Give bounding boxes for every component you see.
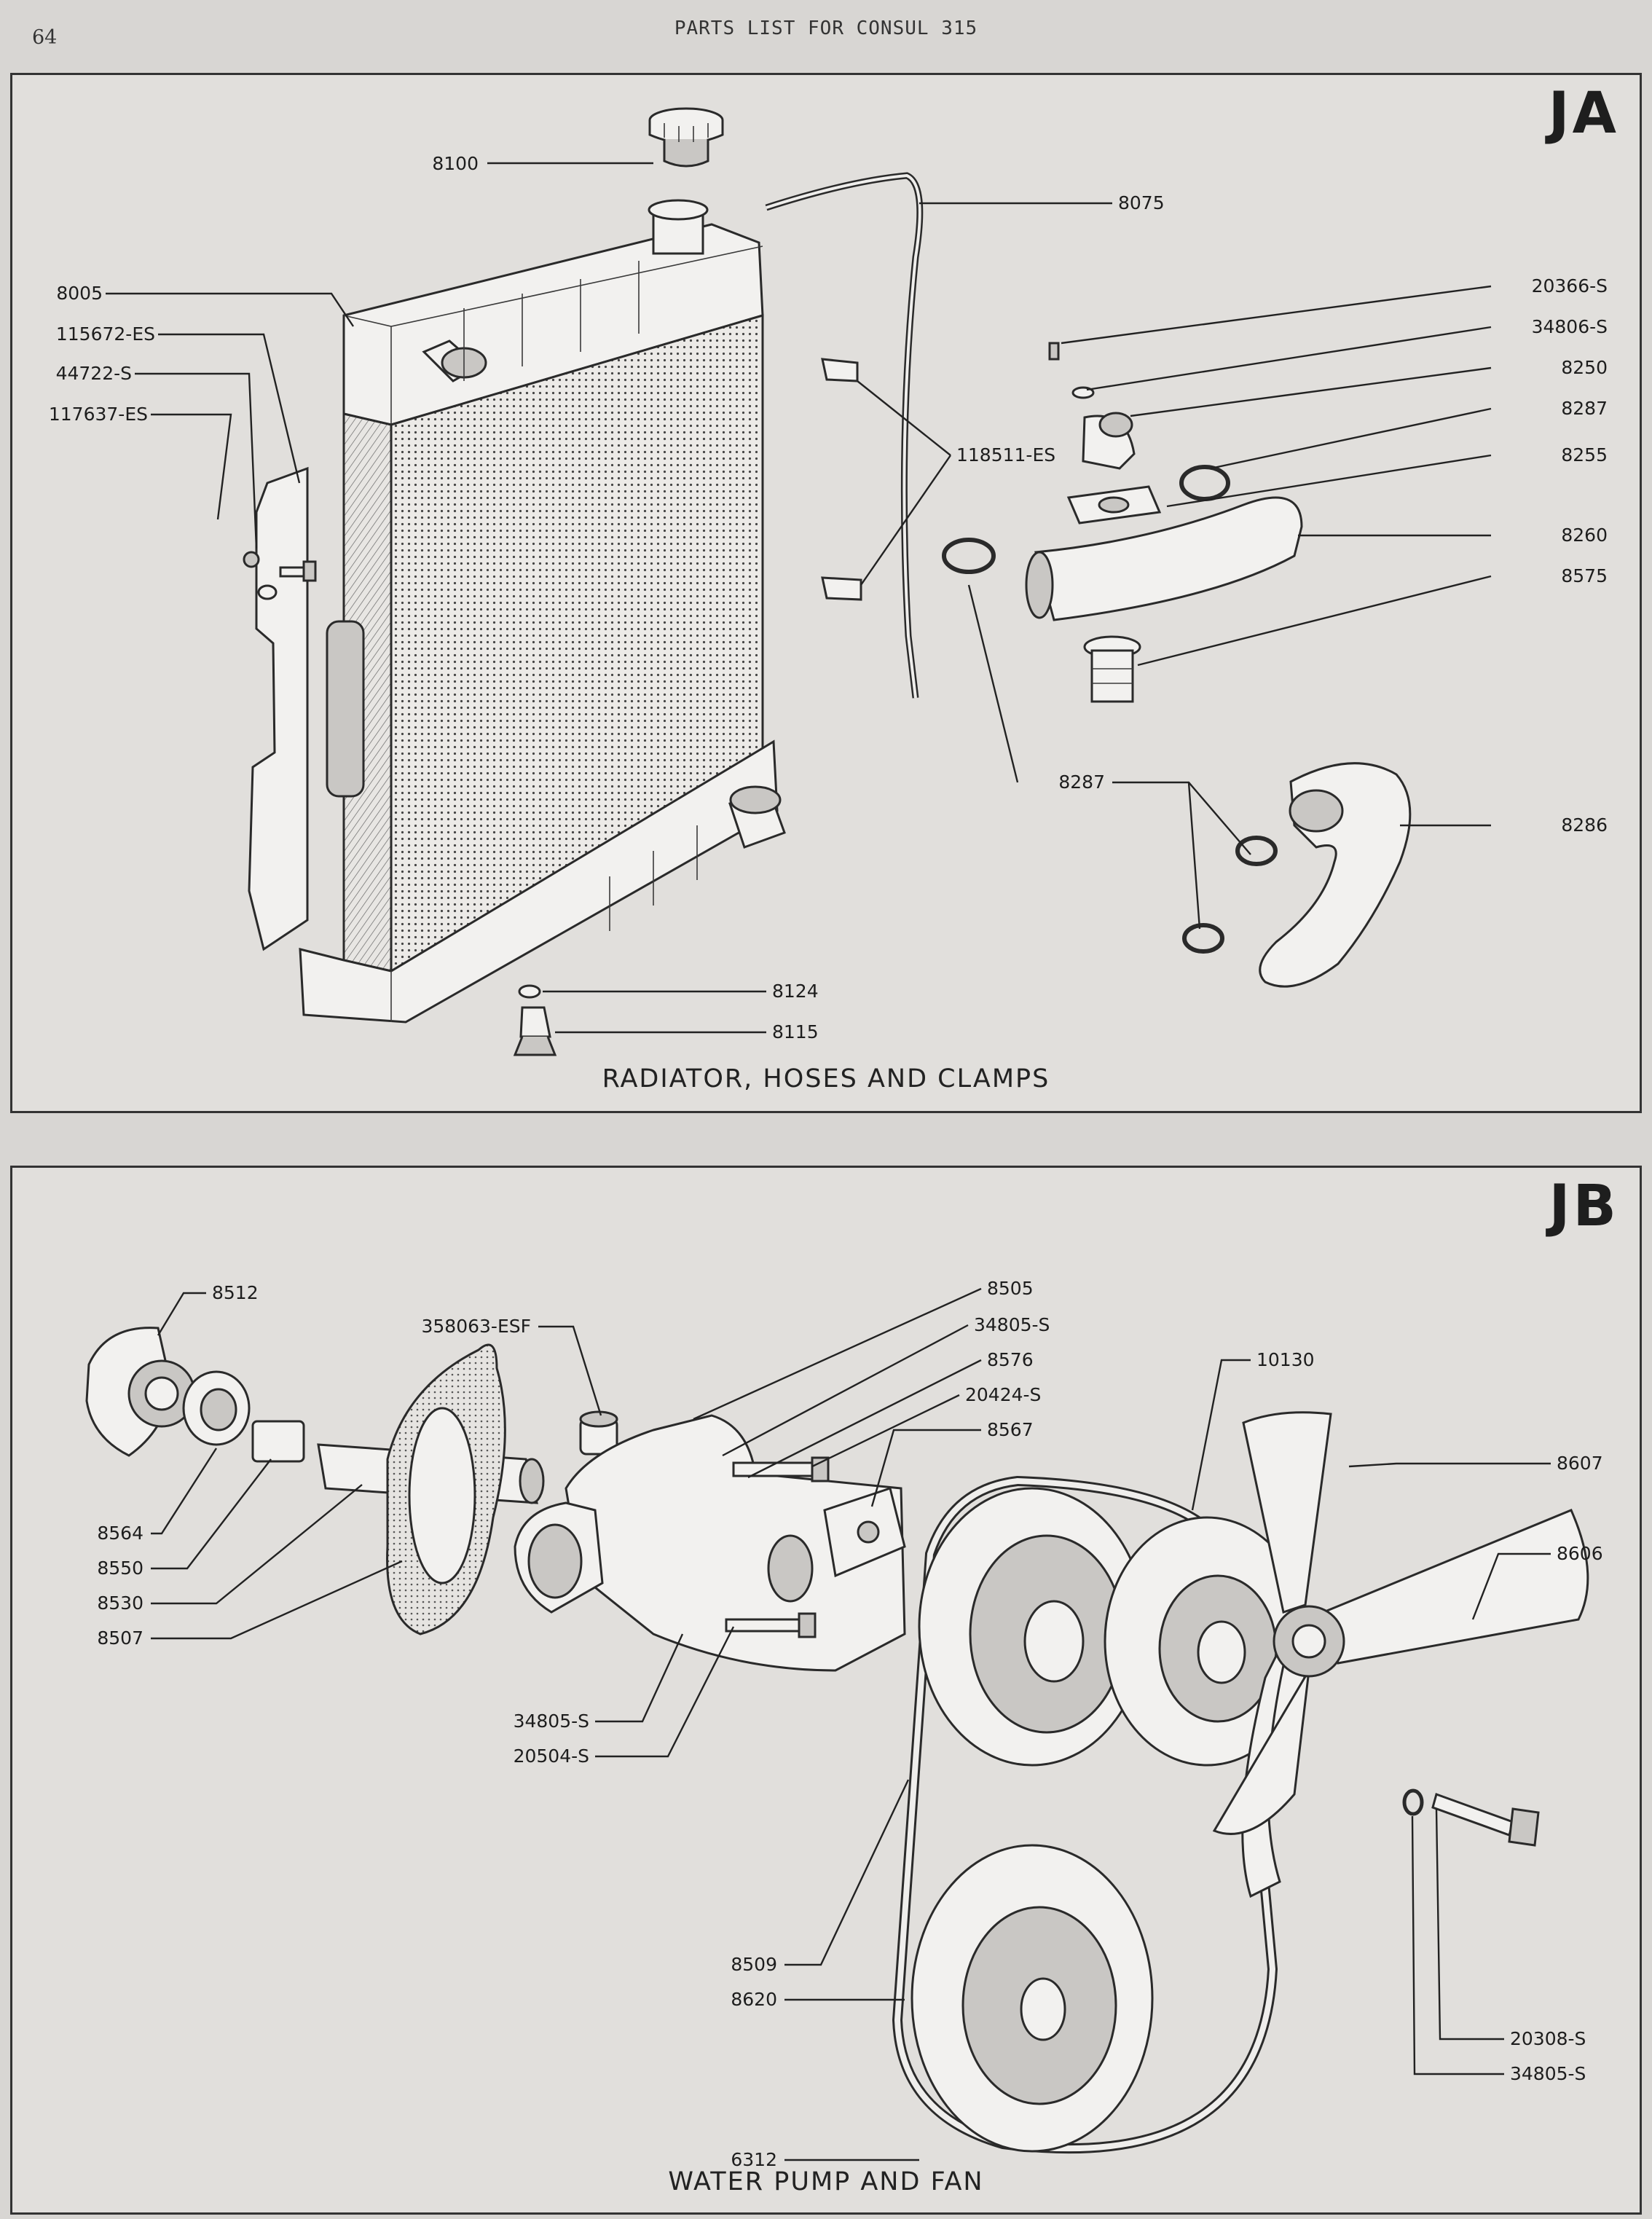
callout-34805-s-lower: 34805-S — [514, 1711, 589, 1732]
radiator — [248, 199, 786, 1024]
callout-8005: 8005 — [56, 283, 103, 304]
panel-code: JA — [1548, 81, 1619, 146]
callout-8576: 8576 — [987, 1349, 1034, 1370]
bottom-hose — [1182, 762, 1412, 988]
callout-8505: 8505 — [987, 1278, 1034, 1299]
panel-ja: JA — [10, 73, 1642, 1113]
callout-44722-s: 44722-S — [56, 363, 132, 384]
callout-labels: 8100 8075 8005 115672-ES 44722-S 117637-… — [49, 153, 1608, 1042]
bracket-fasteners — [243, 551, 317, 600]
callout-8509: 8509 — [731, 1954, 777, 1975]
callout-34805-s-fan: 34805-S — [1510, 2063, 1586, 2084]
callout-115672-es: 115672-ES — [56, 323, 155, 345]
panel-code: JB — [1549, 1174, 1619, 1239]
fan-blades — [1212, 1411, 1589, 1898]
callout-8620: 8620 — [731, 1989, 777, 2010]
callout-8507: 8507 — [97, 1627, 143, 1649]
pump-pulley — [918, 1487, 1146, 1767]
callout-8287: 8287 — [1561, 398, 1608, 419]
callout-8255: 8255 — [1561, 444, 1608, 466]
fan-belt — [892, 1475, 1278, 2154]
callout-8115: 8115 — [772, 1021, 819, 1042]
callout-117637-es: 117637-ES — [49, 404, 148, 425]
fan-pulley — [1104, 1516, 1310, 1767]
pump-body — [514, 1410, 906, 1672]
radiator-cap — [648, 107, 724, 168]
callout-8287-lower: 8287 — [1058, 771, 1105, 793]
callout-8075: 8075 — [1118, 192, 1165, 213]
callout-34806-s: 34806-S — [1532, 316, 1608, 337]
panel-jb: JB — [10, 1166, 1642, 2215]
thermostat — [1083, 635, 1141, 703]
callout-6312: 6312 — [731, 2149, 777, 2170]
thermostat-housing-parts — [1048, 342, 1230, 525]
radiator-exploded-drawing: 8100 8075 8005 115672-ES 44722-S 117637-… — [49, 107, 1608, 1056]
callout-8606: 8606 — [1557, 1543, 1603, 1564]
leader-lines — [151, 1287, 1551, 2161]
callout-20308-s: 20308-S — [1510, 2028, 1586, 2049]
callout-8530: 8530 — [97, 1592, 143, 1614]
callout-10130: 10130 — [1256, 1349, 1315, 1370]
crankshaft-pulley — [910, 1844, 1154, 2153]
callout-8564: 8564 — [97, 1523, 143, 1544]
drain-tap — [513, 984, 557, 1056]
callout-8567: 8567 — [987, 1419, 1034, 1440]
top-hose — [942, 496, 1303, 621]
leader-lines — [106, 162, 1492, 1034]
callout-8250: 8250 — [1561, 357, 1608, 378]
callout-20424-s: 20424-S — [965, 1384, 1041, 1405]
callout-20504-s: 20504-S — [514, 1745, 589, 1767]
callout-8575: 8575 — [1561, 565, 1608, 586]
callout-8260: 8260 — [1561, 525, 1608, 546]
callout-8607: 8607 — [1557, 1453, 1603, 1474]
callout-8286: 8286 — [1561, 814, 1608, 836]
callout-20366-s: 20366-S — [1532, 275, 1608, 296]
overflow-pipe — [765, 172, 924, 699]
fan-bolt — [1402, 1788, 1540, 1847]
panel-caption: RADIATOR, HOSES AND CLAMPS — [602, 1064, 1050, 1093]
callout-labels: 8512 358063-ESF 8505 34805-S 8576 20424-… — [97, 1278, 1602, 2170]
running-head: PARTS LIST FOR CONSUL 315 — [674, 17, 978, 39]
callout-358063-esf: 358063-ESF — [421, 1316, 531, 1337]
callout-34805-s: 34805-S — [974, 1314, 1050, 1335]
callout-8100: 8100 — [432, 153, 479, 174]
water-pump-exploded-drawing: 8512 358063-ESF 8505 34805-S 8576 20424-… — [85, 1278, 1603, 2170]
callout-8124: 8124 — [772, 981, 819, 1002]
pump-gasket — [386, 1343, 506, 1635]
page-number: 64 — [32, 26, 58, 49]
callout-118511-es: 118511-ES — [956, 444, 1055, 466]
panel-caption: WATER PUMP AND FAN — [668, 2167, 984, 2196]
callout-8550: 8550 — [97, 1558, 143, 1579]
callout-8512: 8512 — [212, 1282, 259, 1303]
